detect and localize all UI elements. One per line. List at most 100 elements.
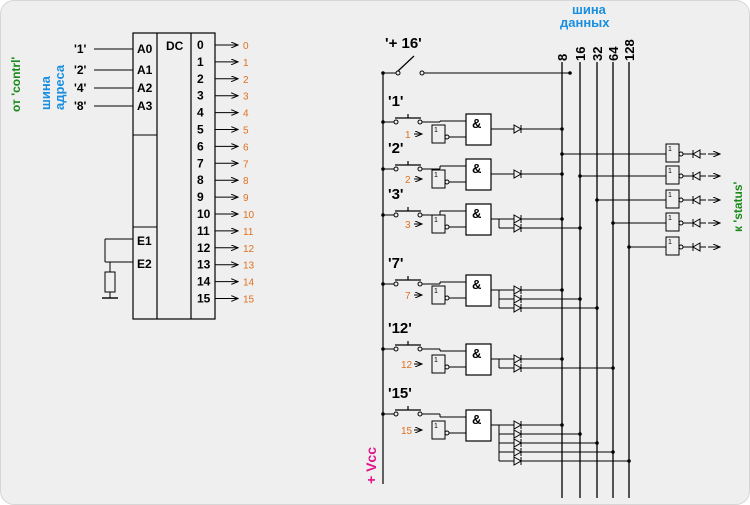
button-label: '1' xyxy=(388,93,403,110)
button-label: '12' xyxy=(388,320,412,337)
decoder-output-label: 9 xyxy=(243,193,249,204)
inverter-icon: 1 xyxy=(431,285,450,305)
gate-symbol: & xyxy=(472,206,481,221)
inverter-symbol: 1 xyxy=(668,168,672,175)
inverter-symbol: 1 xyxy=(668,192,672,199)
decoder-output-label: 6 xyxy=(243,142,249,153)
address-input-label: '1' xyxy=(74,42,87,56)
vcc-label: + Vcc xyxy=(363,447,379,484)
diode-icon xyxy=(691,171,701,181)
button-label: '3' xyxy=(388,186,403,203)
decoder-output-label: 0 xyxy=(243,41,249,52)
decoder-output-number: 13 xyxy=(197,258,211,272)
data-bus-line-label: 8 xyxy=(555,54,570,61)
contact xyxy=(393,212,399,218)
inverter-symbol: 1 xyxy=(434,172,438,179)
status-output-8: 1 xyxy=(560,143,720,163)
decoder-output-number: 6 xyxy=(197,139,204,153)
diode-icon xyxy=(513,447,523,457)
diode-icon xyxy=(513,124,523,134)
decoder-output-number: 14 xyxy=(197,275,211,289)
junction-dot xyxy=(611,366,615,370)
status-output-64: 1 xyxy=(611,212,720,232)
decoder-output-number: 11 xyxy=(197,224,210,238)
decoder-output-label: 13 xyxy=(243,261,255,272)
and-gate-icon: & xyxy=(465,343,492,376)
diode-icon xyxy=(513,294,523,304)
decoder-output-number: 8 xyxy=(197,173,204,187)
contact xyxy=(417,166,423,172)
decoder-output-number: 2 xyxy=(197,72,204,86)
status-output-32: 1 xyxy=(595,189,720,209)
switch-lever xyxy=(397,55,415,72)
junction-dot xyxy=(560,357,564,361)
decoder-line-label: 1 xyxy=(405,130,411,141)
decoder-output-number: 4 xyxy=(197,106,204,120)
inverter-icon: 1 xyxy=(431,124,450,144)
inverter-icon: 1 xyxy=(431,214,450,234)
inverter-symbol: 1 xyxy=(434,217,438,224)
decoder-dc-label: DC xyxy=(166,39,184,53)
junction-dot xyxy=(560,172,564,176)
diode-icon xyxy=(513,438,523,448)
resistor-icon xyxy=(104,271,116,293)
diode-icon xyxy=(513,456,523,466)
data-bus-title-line1: шина xyxy=(572,2,607,17)
diode-icon xyxy=(513,214,523,224)
address-inputs: '1'A0'2'A1'4'A2'8'A3 xyxy=(74,42,153,113)
data-bus-line-label: 64 xyxy=(606,46,621,61)
gate-symbol: & xyxy=(472,277,481,292)
junction-dot xyxy=(611,221,615,225)
junction-dot xyxy=(578,297,582,301)
decoder-output-label: 1 xyxy=(243,58,249,69)
decoder-output-label: 7 xyxy=(243,159,249,170)
inverter-icon: 1 xyxy=(665,143,684,163)
gate-symbol: & xyxy=(472,346,481,361)
inverter-symbol: 1 xyxy=(668,215,672,222)
address-input-label: '2' xyxy=(74,63,87,77)
status-output-128: 1 xyxy=(627,236,720,256)
data-bus-line-label: 16 xyxy=(573,47,588,61)
and-gate-icon: & xyxy=(465,203,492,236)
junction-dot xyxy=(611,450,615,454)
junction-dot xyxy=(560,217,564,221)
address-bus-label-line1: шина xyxy=(38,75,53,110)
inverter-icon: 1 xyxy=(665,212,684,232)
decoder-output-label: 10 xyxy=(243,210,255,221)
contact xyxy=(393,166,399,172)
diode-icon xyxy=(691,242,701,252)
and-gate-icon: & xyxy=(465,409,492,442)
junction-dot xyxy=(560,423,564,427)
contact xyxy=(417,346,423,352)
inverter-icon: 1 xyxy=(431,354,450,374)
decoder-output-number: 5 xyxy=(197,123,204,137)
inverter-symbol: 1 xyxy=(668,239,672,246)
contact xyxy=(417,411,423,417)
status-outputs: 1 1 1 1 1 xyxy=(560,143,720,256)
diode-icon xyxy=(691,218,701,228)
decoder-output-label: 11 xyxy=(243,227,254,238)
button-label: '15' xyxy=(388,385,412,402)
decoder-section: от 'contrl' шина адреса DC '1'A0'2'A1'4'… xyxy=(9,32,255,320)
button-label: '2' xyxy=(388,140,403,157)
and-gate-icon: & xyxy=(465,158,492,191)
inverter-icon: 1 xyxy=(431,169,450,189)
decoder-output-label: 15 xyxy=(243,295,255,306)
data-bus-line-label: 128 xyxy=(622,39,637,61)
junction-dot xyxy=(595,441,599,445)
decoder-output-number: 15 xyxy=(197,292,211,306)
diode-icon xyxy=(513,354,523,364)
pin-e1: E1 xyxy=(137,234,152,248)
data-bus-title-line2: данных xyxy=(560,15,610,30)
address-input-label: '8' xyxy=(74,99,87,113)
decoder-output-number: 3 xyxy=(197,89,204,103)
